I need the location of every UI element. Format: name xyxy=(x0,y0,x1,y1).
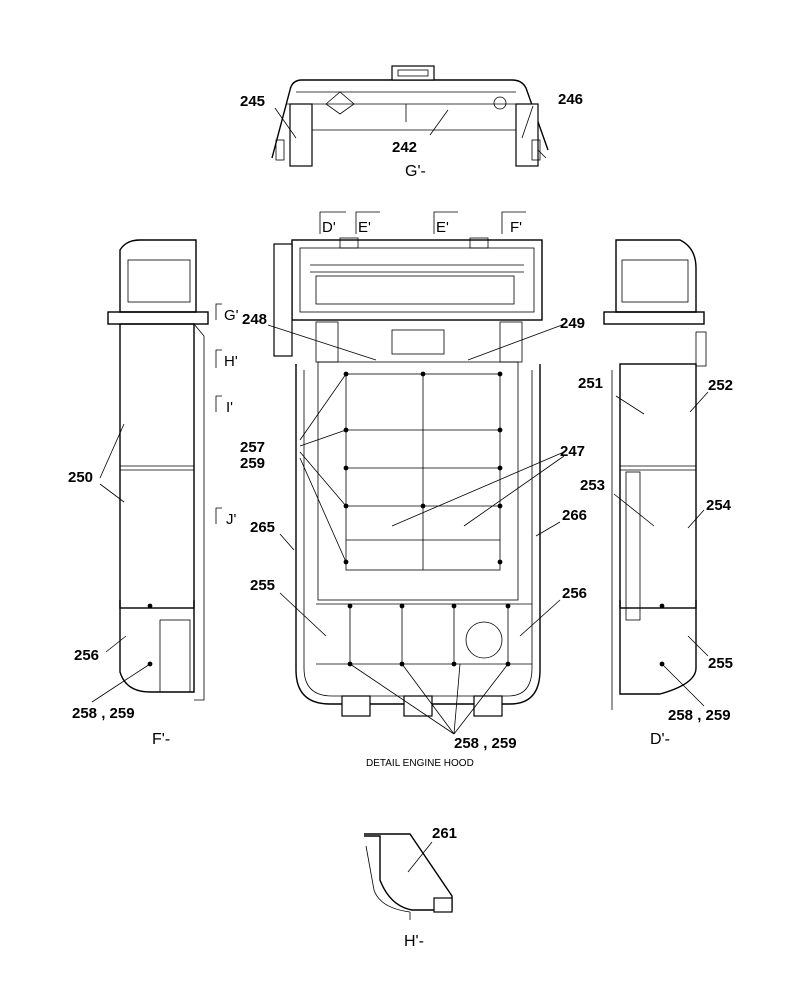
part-number-258-259-left: 258 , 259 xyxy=(72,705,135,722)
part-number-249: 249 xyxy=(560,315,585,332)
part-number-266: 266 xyxy=(562,507,587,524)
section-mark-e-2: E' xyxy=(436,219,449,236)
part-number-250: 250 xyxy=(68,469,93,486)
section-mark-j: J' xyxy=(226,511,237,528)
view-label-h: H'- xyxy=(404,933,424,950)
view-g-drawing xyxy=(271,65,549,167)
part-number-265: 265 xyxy=(250,519,275,536)
part-number-251: 251 xyxy=(578,375,603,392)
view-f-drawing xyxy=(107,239,209,701)
part-number-258-259-right: 258 , 259 xyxy=(668,707,731,724)
view-h-drawing xyxy=(364,833,453,920)
part-number-261: 261 xyxy=(432,825,457,842)
view-label-f: F'- xyxy=(152,731,170,748)
section-mark-e-1: E' xyxy=(358,219,371,236)
part-number-255: 255 xyxy=(250,577,275,594)
part-number-245: 245 xyxy=(240,93,265,110)
part-number-258-259-bottom: 258 , 259 xyxy=(454,735,517,752)
view-label-g: G'- xyxy=(405,163,426,180)
section-mark-f: F' xyxy=(510,219,522,236)
part-number-248: 248 xyxy=(242,311,267,328)
part-number-257: 257 xyxy=(240,439,265,456)
part-number-253: 253 xyxy=(580,477,605,494)
section-mark-h: H' xyxy=(224,353,238,370)
view-d-drawing xyxy=(603,239,707,710)
part-number-256: 256 xyxy=(562,585,587,602)
view-label-d: D'- xyxy=(650,731,670,748)
part-number-259: 259 xyxy=(240,455,265,472)
part-number-242: 242 xyxy=(392,139,417,156)
part-number-252: 252 xyxy=(708,377,733,394)
part-number-256-left: 256 xyxy=(74,647,99,664)
part-number-246: 246 xyxy=(558,91,583,108)
caption: DETAIL ENGINE HOOD xyxy=(366,758,474,769)
section-mark-d: D' xyxy=(322,219,336,236)
part-number-247: 247 xyxy=(560,443,585,460)
section-mark-i: I' xyxy=(226,399,233,416)
part-number-255-right: 255 xyxy=(708,655,733,672)
part-number-254: 254 xyxy=(706,497,732,514)
engine-hood-main-view xyxy=(273,211,543,717)
section-mark-g: G' xyxy=(224,307,239,324)
